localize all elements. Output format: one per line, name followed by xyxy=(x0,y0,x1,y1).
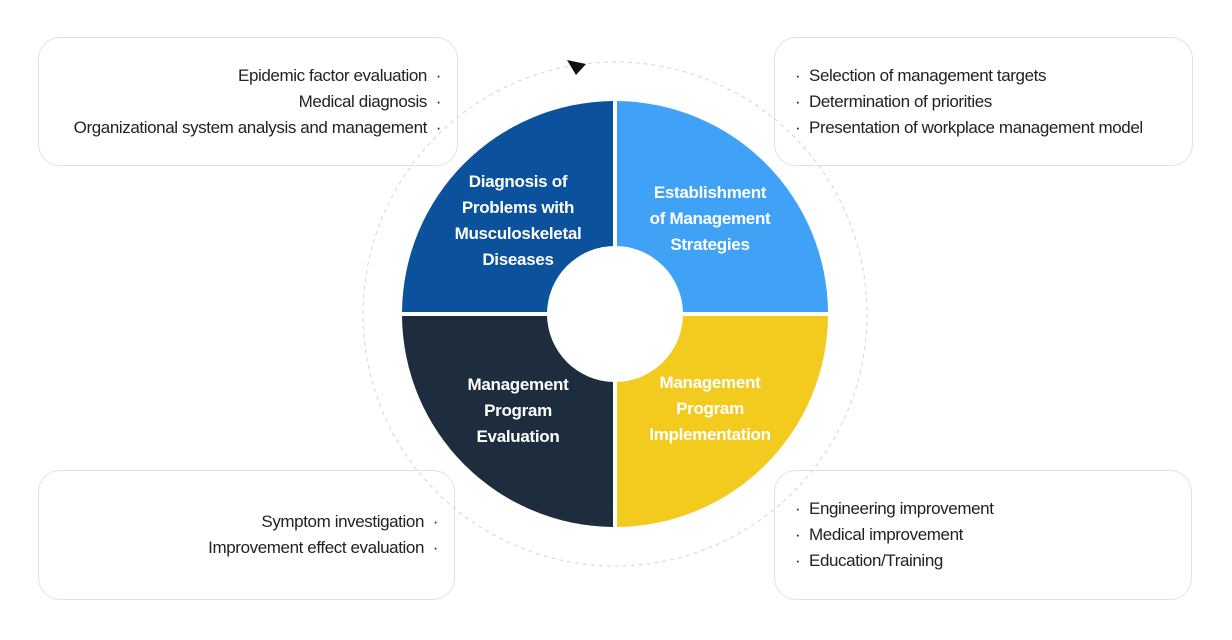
list-item: Improvement effect evaluation xyxy=(39,535,438,561)
list-item: Engineering improvement xyxy=(795,496,1191,522)
bottom-left-info-box: Symptom investigation Improvement effect… xyxy=(38,470,455,600)
quadrant-label-evaluation: Management Program Evaluation xyxy=(467,375,569,446)
list-item: Medical diagnosis xyxy=(39,89,441,115)
bottom-right-info-box: Engineering improvement Medical improvem… xyxy=(774,470,1192,600)
list-item: Symptom investigation xyxy=(39,509,438,535)
list-item: Epidemic factor evaluation xyxy=(39,63,441,89)
list-item: Education/Training xyxy=(795,548,1191,574)
quadrant-label-strategies: Establishment of Management Strategies xyxy=(649,183,771,254)
quadrant-evaluation xyxy=(402,316,613,527)
list-item: Determination of priorities xyxy=(795,89,1192,115)
list-item: Medical improvement xyxy=(795,522,1191,548)
orbit-ring xyxy=(362,61,868,567)
quadrant-label-diagnosis: Diagnosis of Problems with Musculoskelet… xyxy=(454,172,582,269)
top-right-info-box: Selection of management targets Determin… xyxy=(774,37,1193,166)
list-item: Presentation of workplace management mod… xyxy=(795,115,1192,141)
list-item: Selection of management targets xyxy=(795,63,1192,89)
quadrant-implementation xyxy=(617,316,828,527)
list-item: Organizational system analysis and manag… xyxy=(39,115,441,141)
top-left-info-box: Epidemic factor evaluation Medical diagn… xyxy=(38,37,458,166)
cycle-arrow-icon xyxy=(567,60,586,75)
quadrant-label-implementation: Management Program Implementation xyxy=(649,373,771,444)
quadrant-diagnosis xyxy=(402,101,613,312)
quadrant-strategies xyxy=(617,101,828,312)
center-hole xyxy=(547,246,683,382)
